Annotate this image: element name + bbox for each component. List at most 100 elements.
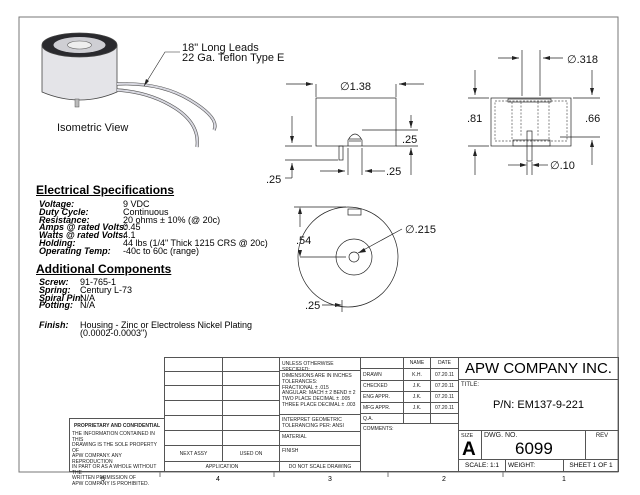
- dwg-no-field: DWG. NO. 6099: [481, 430, 586, 460]
- spec-value: 4.1: [123, 230, 136, 241]
- unless-specified: UNLESS OTHERWISE SPECIFIED:: [279, 357, 361, 373]
- grid-cell: [222, 371, 280, 386]
- interpret-line: TOLERANCING PER: ANSI: [282, 422, 344, 429]
- dim-section-height: .81: [467, 113, 482, 125]
- components-heading: Additional Components: [36, 262, 172, 276]
- interpret-line: INTERPRET GEOMETRIC: [282, 417, 342, 423]
- dim-front-pin-length: .25: [266, 174, 281, 186]
- dim-front-diameter: ∅1.38: [340, 81, 371, 93]
- proprietary-line: IN PART OR AS A WHOLE WITHOUT THE: [72, 464, 157, 476]
- used-on-label: USED ON: [222, 445, 280, 462]
- proprietary-line: APW COMPANY IS PROHIBITED.: [72, 480, 150, 487]
- tolerance-line: DIMENSIONS ARE IN INCHES: [282, 373, 352, 379]
- spec-label: Operating Temp:: [39, 245, 111, 256]
- component-label: Potting:: [39, 300, 73, 311]
- component-label: Spring:: [39, 284, 71, 295]
- zone-number: 4: [216, 476, 220, 483]
- title-field: TITLE: P/N: EM137-9-221: [458, 379, 619, 431]
- comments-field: COMMENTS:: [360, 423, 459, 472]
- grid-cell: [222, 357, 280, 372]
- sheet-field: SHEET 1 OF 1: [563, 459, 619, 472]
- application-label: APPLICATION: [164, 461, 280, 472]
- do-not-scale: DO NOT SCALE DRAWING: [279, 461, 361, 472]
- isometric-view: [41, 32, 217, 148]
- isometric-view-label: Isometric View: [57, 122, 128, 134]
- spec-label: Duty Cycle:: [39, 206, 89, 217]
- tolerance-line: TOLERANCES:: [282, 378, 318, 385]
- spec-label: Resistance:: [39, 214, 90, 225]
- dim-front-slot-height: .25: [402, 134, 417, 146]
- dim-section-pin: ∅.10: [550, 160, 575, 172]
- tolerance-line: FRACTIONAL ± .015: [282, 384, 329, 391]
- spec-label: Watts @ rated Volts:: [39, 230, 127, 241]
- zone-ticks: [159, 472, 504, 477]
- finish-field: FINISH: [279, 445, 361, 462]
- bottom-view: [294, 206, 403, 312]
- finish-label: Finish:: [39, 320, 69, 330]
- proprietary-line: DRAWING IS THE SOLE PROPERTY OF: [72, 442, 157, 454]
- grid-cell: [164, 415, 223, 431]
- components-labels: Screw: Spring: Spiral Pin: Potting:: [39, 277, 84, 311]
- size-label: SIZE: [461, 433, 474, 439]
- leads-callout-line2: 22 Ga. Teflon Type E: [182, 52, 284, 64]
- spec-value: 44 lbs (1/4" Thick 1215 CRS @ 20c): [123, 237, 268, 248]
- grid-cell: [164, 430, 223, 446]
- part-number: P/N: EM137-9-221: [492, 399, 585, 411]
- dwg-no-value: 6099: [515, 439, 553, 458]
- weight-field: WEIGHT:: [505, 459, 564, 472]
- component-value: N/A: [80, 292, 96, 303]
- spec-value: 0.45: [123, 222, 141, 233]
- dwg-no-label: DWG. NO.: [484, 432, 518, 439]
- grid-cell: [164, 371, 223, 386]
- tolerances-block: DIMENSIONS ARE IN INCHES TOLERANCES: FRA…: [279, 370, 361, 415]
- spec-label: Voltage:: [39, 199, 75, 209]
- grid-cell: [164, 385, 223, 401]
- proprietary-title: PROPRIETARY AND CONFIDENTIAL: [73, 423, 161, 429]
- dim-bottom-hole: ∅.215: [405, 224, 436, 236]
- spec-value: Continuous: [123, 206, 169, 217]
- rev-label: REV: [595, 433, 609, 439]
- electrical-specs-heading: Electrical Specifications: [36, 183, 175, 197]
- spec-value: 9 VDC: [123, 199, 150, 209]
- component-value: Century L-73: [80, 284, 133, 295]
- components-values: 91-765-1 Century L-73 N/A N/A: [80, 278, 133, 310]
- component-label: Spiral Pin:: [39, 292, 84, 303]
- title-label: TITLE:: [461, 382, 480, 388]
- finish-line: (0.0002-0.0003"): [80, 327, 148, 338]
- component-label: Screw:: [39, 277, 69, 287]
- zone-number: 5: [101, 476, 105, 483]
- tolerance-line: ANGULAR: MACH ± 2 BEND ± 2: [282, 390, 356, 397]
- proprietary-line: APW COMPANY. ANY REPRODUCTION: [72, 453, 122, 465]
- dim-bottom-offset: .54: [296, 235, 311, 247]
- company-name: APW COMPANY INC.: [458, 357, 619, 380]
- spec-label: Amps @ rated Volts:: [39, 222, 127, 233]
- zone-number: 1: [562, 476, 566, 483]
- zone-number: 3: [328, 476, 332, 483]
- section-view: [468, 50, 600, 175]
- grid-cell: [222, 400, 280, 416]
- electrical-specs-labels: Voltage: Duty Cycle: Resistance: Amps @ …: [39, 199, 127, 256]
- size-field: SIZE A: [458, 430, 482, 460]
- grid-cell: [164, 400, 223, 416]
- spec-label: Holding:: [39, 237, 76, 248]
- finish-line: Housing - Zinc or Electroless Nickel Pla…: [80, 320, 253, 330]
- spec-value: -40c to 60c (range): [123, 245, 200, 256]
- material-field: MATERIAL: [279, 431, 361, 446]
- proprietary-notice: PROPRIETARY AND CONFIDENTIAL THE INFORMA…: [69, 418, 165, 486]
- rev-field: REV: [585, 430, 619, 460]
- grid-cell: [164, 357, 223, 372]
- tolerance-line: TWO PLACE DECIMAL ± .005: [282, 396, 351, 403]
- sheet-border: [18, 16, 619, 473]
- interpret-block: INTERPRET GEOMETRIC TOLERANCING PER: ANS…: [279, 414, 361, 432]
- grid-cell: [222, 415, 280, 431]
- grid-cell: [222, 385, 280, 401]
- dim-section-depth: .66: [585, 113, 600, 125]
- leads-callout-line1: 18" Long Leads: [182, 42, 259, 54]
- scale-field: SCALE: 1:1: [458, 459, 506, 472]
- finish-value: Housing - Zinc or Electroless Nickel Pla…: [80, 320, 253, 338]
- next-assy-label: NEXT ASSY: [164, 445, 223, 462]
- spec-value: 20 ohms ± 10% (@ 20c): [123, 214, 221, 225]
- grid-cell: [222, 430, 280, 446]
